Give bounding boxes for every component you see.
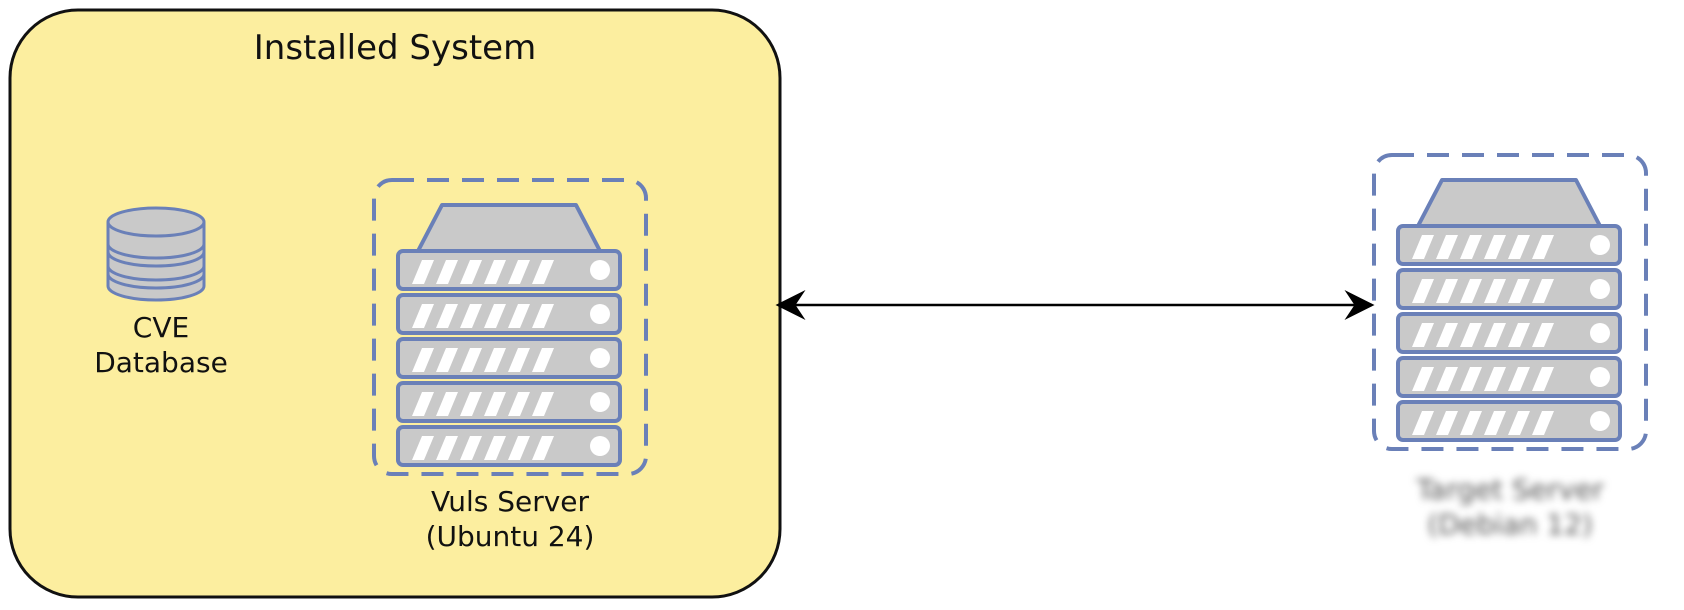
database-label-line1: CVE [132,311,190,344]
target-server-label: Target Server (Debian 12) [1390,472,1630,542]
target-server-icon [1398,180,1620,440]
target-server-label-line1: Target Server [1416,473,1604,506]
database-label: CVE Database [56,310,266,380]
vuls-server-dashed-frame [372,178,648,476]
target-server-label-line2: (Debian 12) [1427,508,1593,541]
vuls-server-label-line1: Vuls Server [430,485,590,518]
database-icon [106,206,206,302]
vuls-server-icon [398,205,620,465]
vuls-server-label-line2: (Ubuntu 24) [425,520,595,553]
installed-system-title: Installed System [253,28,537,68]
database-label-line2: Database [94,346,228,379]
target-server-dashed-frame [1372,153,1648,451]
vuls-server-label: Vuls Server (Ubuntu 24) [390,484,630,554]
